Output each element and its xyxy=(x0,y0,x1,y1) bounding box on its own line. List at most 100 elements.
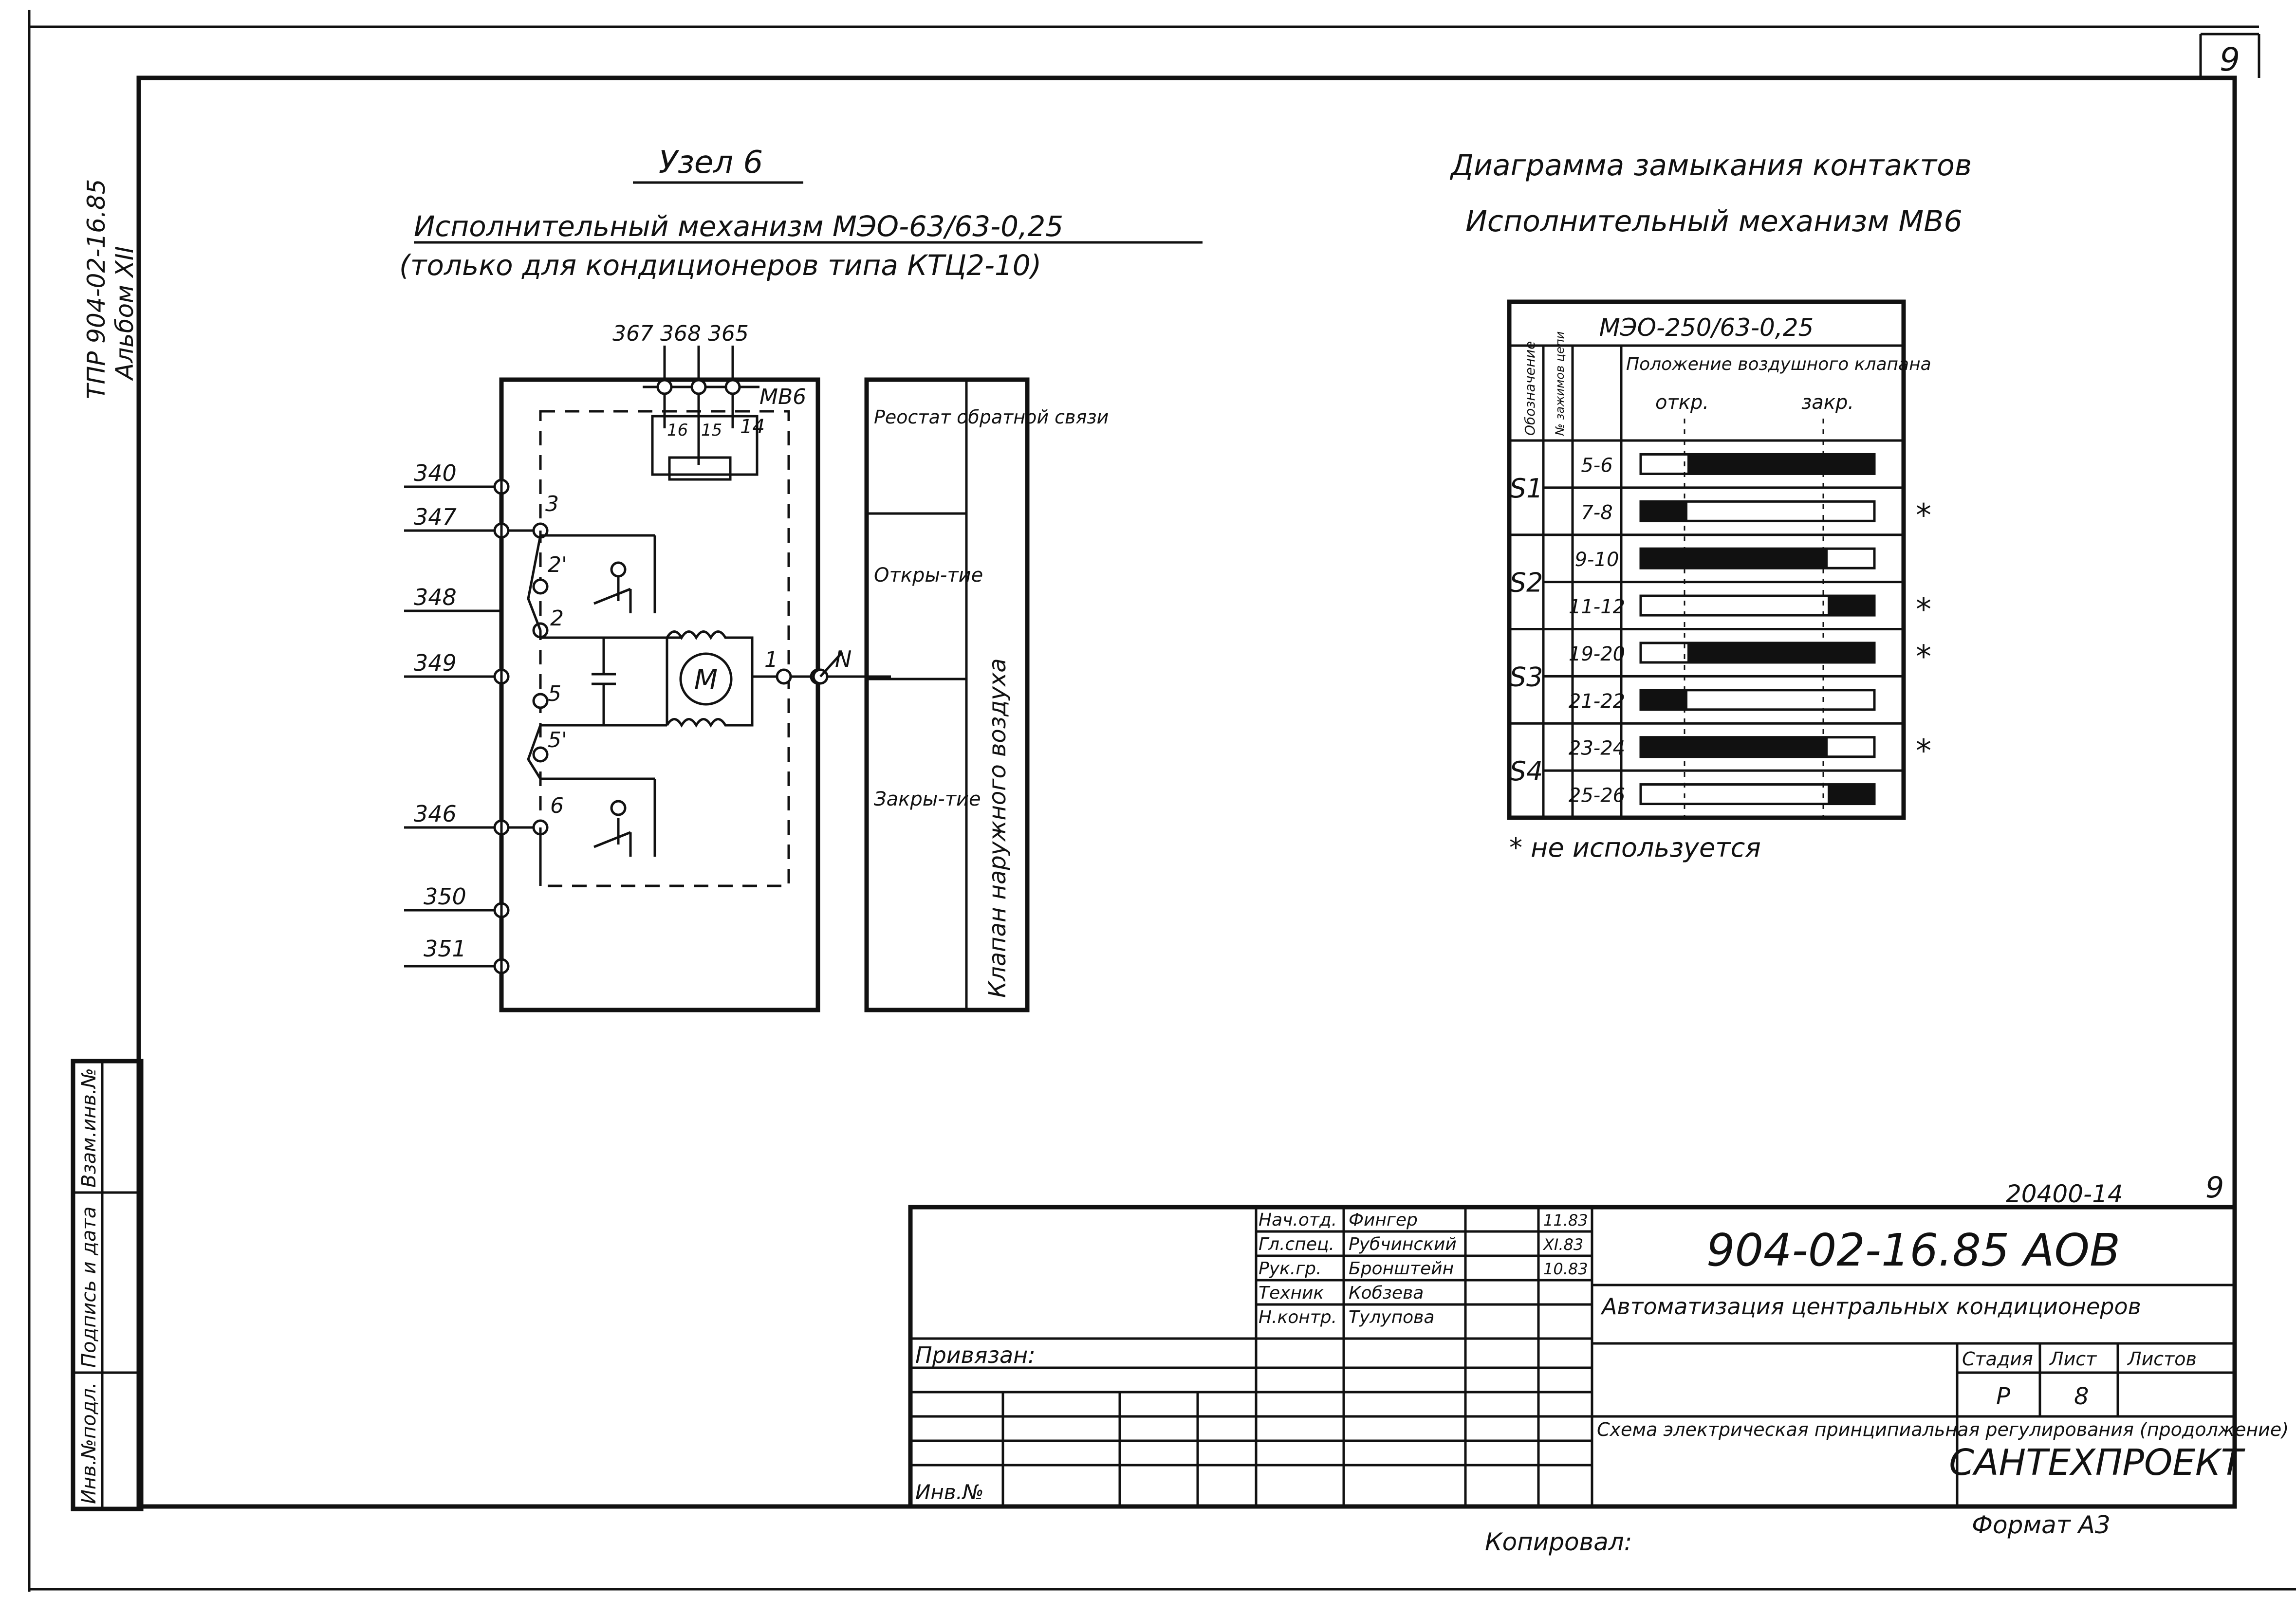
linked-label: Привязан: xyxy=(915,1342,1036,1368)
inv-label: Инв.№ xyxy=(915,1480,984,1504)
contact-circuit: 21-22 xyxy=(1569,690,1625,713)
header-circuit: № зажимов цепи xyxy=(1553,331,1567,437)
signature-role: Техник xyxy=(1259,1283,1324,1303)
function-vertical-label: Клапан наружного воздуха xyxy=(984,658,1011,998)
sheets-label: Листов xyxy=(2127,1348,2197,1370)
copied-by: Копировал: xyxy=(1485,1528,1632,1556)
contact-closed-segment xyxy=(1828,595,1874,617)
wire-351: 351 xyxy=(424,936,466,962)
left-label-inv: Инв.№подл. xyxy=(78,1382,100,1504)
terminal-1: 1 xyxy=(764,647,778,672)
unused-asterisk: * xyxy=(1916,497,1931,533)
terminal-2: 2 xyxy=(550,606,564,631)
function-row-open: Откры-тие xyxy=(874,564,983,587)
side-stamp-code: ТПР 904-02-16.85 xyxy=(82,179,111,399)
contact-footnote: * не используется xyxy=(1509,832,1761,863)
contact-rows: S15-67-8*S29-1011-12*S319-20*21-22S423-2… xyxy=(1509,419,1931,819)
wire-346: 346 xyxy=(414,801,457,827)
contact-title-2: Исполнительный механизм МВ6 xyxy=(1465,204,1963,239)
sheet-value: 8 xyxy=(2074,1383,2089,1410)
contact-circuit: 7-8 xyxy=(1581,501,1612,524)
contact-circuit: 19-20 xyxy=(1569,643,1625,665)
signature-name: Тулупова xyxy=(1349,1307,1434,1327)
device-label: МВ6 xyxy=(759,385,806,409)
unused-asterisk: * xyxy=(1916,639,1931,675)
signature-role: Гл.спец. xyxy=(1259,1234,1334,1254)
wire-350: 350 xyxy=(424,883,466,910)
contact-closed-segment xyxy=(1687,453,1874,475)
wire-340: 340 xyxy=(414,460,457,486)
pin-15: 15 xyxy=(701,421,722,440)
left-label-sign: Подпись и дата xyxy=(78,1207,100,1368)
signature-role: Н.контр. xyxy=(1259,1307,1337,1327)
signature-role: Нач.отд. xyxy=(1259,1210,1337,1230)
function-row-feedback: Реостат обратной связи xyxy=(874,406,1109,428)
wiring-schematic xyxy=(404,346,891,1012)
format-label: Формат А3 xyxy=(1972,1511,2111,1539)
pin-14: 14 xyxy=(740,416,765,438)
signature-name: Кобзева xyxy=(1349,1283,1424,1303)
signature-name: Фингер xyxy=(1349,1210,1418,1230)
organization: САНТЕХПРОЕКТ xyxy=(1949,1442,2245,1484)
signature-date: 11.83 xyxy=(1543,1211,1588,1230)
contact-closed-segment xyxy=(1641,500,1687,522)
contact-table-title: МЭО-250/63-0,25 xyxy=(1599,313,1814,342)
contact-circuit: 23-24 xyxy=(1569,737,1625,760)
wire-348: 348 xyxy=(414,584,457,610)
drawing-title: Схема электрическая принципиальная регул… xyxy=(1597,1419,2289,1440)
terminal-5: 5 xyxy=(548,681,561,706)
wire-349: 349 xyxy=(414,650,457,676)
terminal-3: 3 xyxy=(545,492,559,516)
unused-asterisk: * xyxy=(1916,734,1931,770)
side-stamp-album: Альбом XII xyxy=(111,246,139,381)
neutral-label: N xyxy=(835,646,852,672)
header-designation: Обозначение xyxy=(1522,341,1538,436)
signature-name: Рубчинский xyxy=(1349,1234,1457,1254)
contact-circuit: 9-10 xyxy=(1575,549,1619,571)
contact-closed-segment xyxy=(1828,783,1874,805)
node-title: Узел 6 xyxy=(659,145,763,181)
side-stamp: ТПР 904-02-16.85 Альбом XII xyxy=(82,179,139,399)
contact-circuit: 25-26 xyxy=(1569,785,1625,807)
unused-asterisk: * xyxy=(1916,592,1931,628)
function-table xyxy=(864,377,1030,1012)
header-open: откр. xyxy=(1655,391,1709,414)
pin-16: 16 xyxy=(667,421,688,440)
wire-347: 347 xyxy=(414,504,457,530)
signature-role: Рук.гр. xyxy=(1259,1259,1321,1279)
function-row-close: Закры-тие xyxy=(874,788,981,810)
doc-code: 20400-14 xyxy=(2006,1180,2123,1208)
signature-date: 10.83 xyxy=(1543,1260,1588,1278)
sheet-corner: 9 xyxy=(2205,1171,2224,1205)
header-position: Положение воздушного клапана xyxy=(1626,354,1931,374)
contact-group-name: S4 xyxy=(1510,756,1543,787)
sheet-label: Лист xyxy=(2049,1348,2097,1370)
stage-value: Р xyxy=(1996,1383,2010,1410)
stage-label: Стадия xyxy=(1962,1348,2033,1370)
terminal-6: 6 xyxy=(550,793,564,818)
node-subtitle-2: (только для кондиционеров типа КТЦ2-10) xyxy=(399,249,1041,282)
terminal-2prime: 2' xyxy=(548,552,567,577)
designation: 904-02-16.85 АОВ xyxy=(1706,1224,2120,1276)
contact-circuit: 5-6 xyxy=(1581,454,1612,477)
contact-closed-segment xyxy=(1641,689,1687,711)
left-label-replace: Взам.инв.№ xyxy=(78,1068,100,1188)
signature-name: Бронштейн xyxy=(1349,1259,1454,1279)
contact-group-name: S2 xyxy=(1510,568,1543,598)
node-heading: Узел 6 Исполнительный механизм МЭО-63/63… xyxy=(399,145,1203,282)
contact-circuit: 11-12 xyxy=(1569,596,1625,618)
header-close: закр. xyxy=(1801,391,1854,414)
node-subtitle-1: Исполнительный механизм МЭО-63/63-0,25 xyxy=(414,210,1063,243)
top-wire-numbers: 367 368 365 xyxy=(612,321,749,346)
contact-closed-segment xyxy=(1641,736,1828,758)
contact-closed-segment xyxy=(1687,642,1874,663)
left-signature-column xyxy=(71,1059,144,1511)
terminal-5prime: 5' xyxy=(548,728,567,753)
motor-label: M xyxy=(694,664,718,696)
signature-date: XI.83 xyxy=(1542,1235,1583,1254)
contact-closed-segment xyxy=(1641,548,1828,569)
contact-group-name: S1 xyxy=(1510,473,1543,504)
contact-title-1: Диаграмма замыкания контактов xyxy=(1449,148,1972,183)
